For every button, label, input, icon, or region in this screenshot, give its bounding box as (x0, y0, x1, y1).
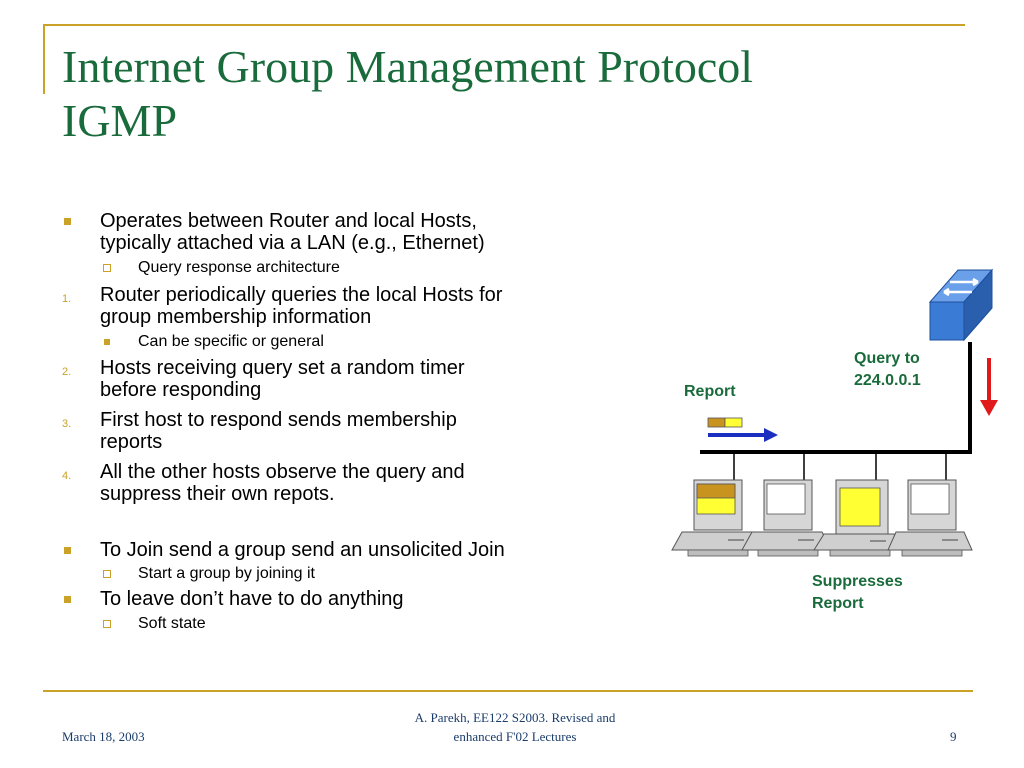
square-bullet-icon (104, 339, 110, 345)
host-computer-icon (887, 479, 973, 557)
sub-bullet-item: Start a group by joining it (62, 564, 622, 584)
router-icon (928, 268, 994, 342)
title-frame-left (43, 24, 45, 94)
page-number: 9 (950, 729, 957, 744)
bullet-item: To leave don’t have to do anything (62, 588, 622, 610)
sub-bullet-item: Can be specific or general (62, 332, 622, 352)
slide-title: Internet Group Management Protocol IGMP (62, 40, 753, 148)
report-packet-icon (707, 417, 743, 428)
sub-bullet-item: Soft state (62, 614, 622, 634)
sub-bullet-item: Query response architecture (62, 258, 622, 278)
host-computer-icon (813, 479, 905, 557)
hollow-square-bullet-icon (103, 570, 111, 578)
host-computer-icon (741, 479, 833, 557)
footer-rule (43, 690, 973, 692)
square-bullet-icon (64, 547, 71, 554)
footer-date: March 18, 2003 (62, 729, 145, 744)
square-bullet-icon (64, 596, 71, 603)
query-label: Query to 224.0.0.1 (854, 350, 921, 389)
title-frame-top (43, 24, 965, 26)
numbered-item: 2. Hosts receiving query set a random ti… (62, 357, 465, 401)
numbered-item: 4. All the other hosts observe the query… (62, 461, 465, 505)
square-bullet-icon (64, 218, 71, 225)
numbered-item: 3. First host to respond sends membershi… (62, 409, 457, 453)
hollow-square-bullet-icon (103, 620, 111, 628)
report-arrow-icon (708, 428, 778, 442)
bullet-item: Operates between Router and local Hosts,… (62, 210, 622, 254)
bullet-list: Operates between Router and local Hosts,… (62, 210, 622, 634)
title-line-2: IGMP (62, 95, 178, 146)
footer-credit: A. Parekh, EE122 S2003. Revised and enha… (414, 710, 616, 744)
numbered-item: 1. Router periodically queries the local… (62, 284, 503, 328)
suppress-label: Suppresses Report (812, 573, 903, 612)
title-line-1: Internet Group Management Protocol (62, 41, 754, 92)
bullet-item: To Join send a group send an unsolicited… (62, 539, 622, 561)
report-label: Report (684, 383, 736, 400)
hollow-square-bullet-icon (103, 264, 111, 272)
query-arrow-icon (980, 358, 998, 416)
